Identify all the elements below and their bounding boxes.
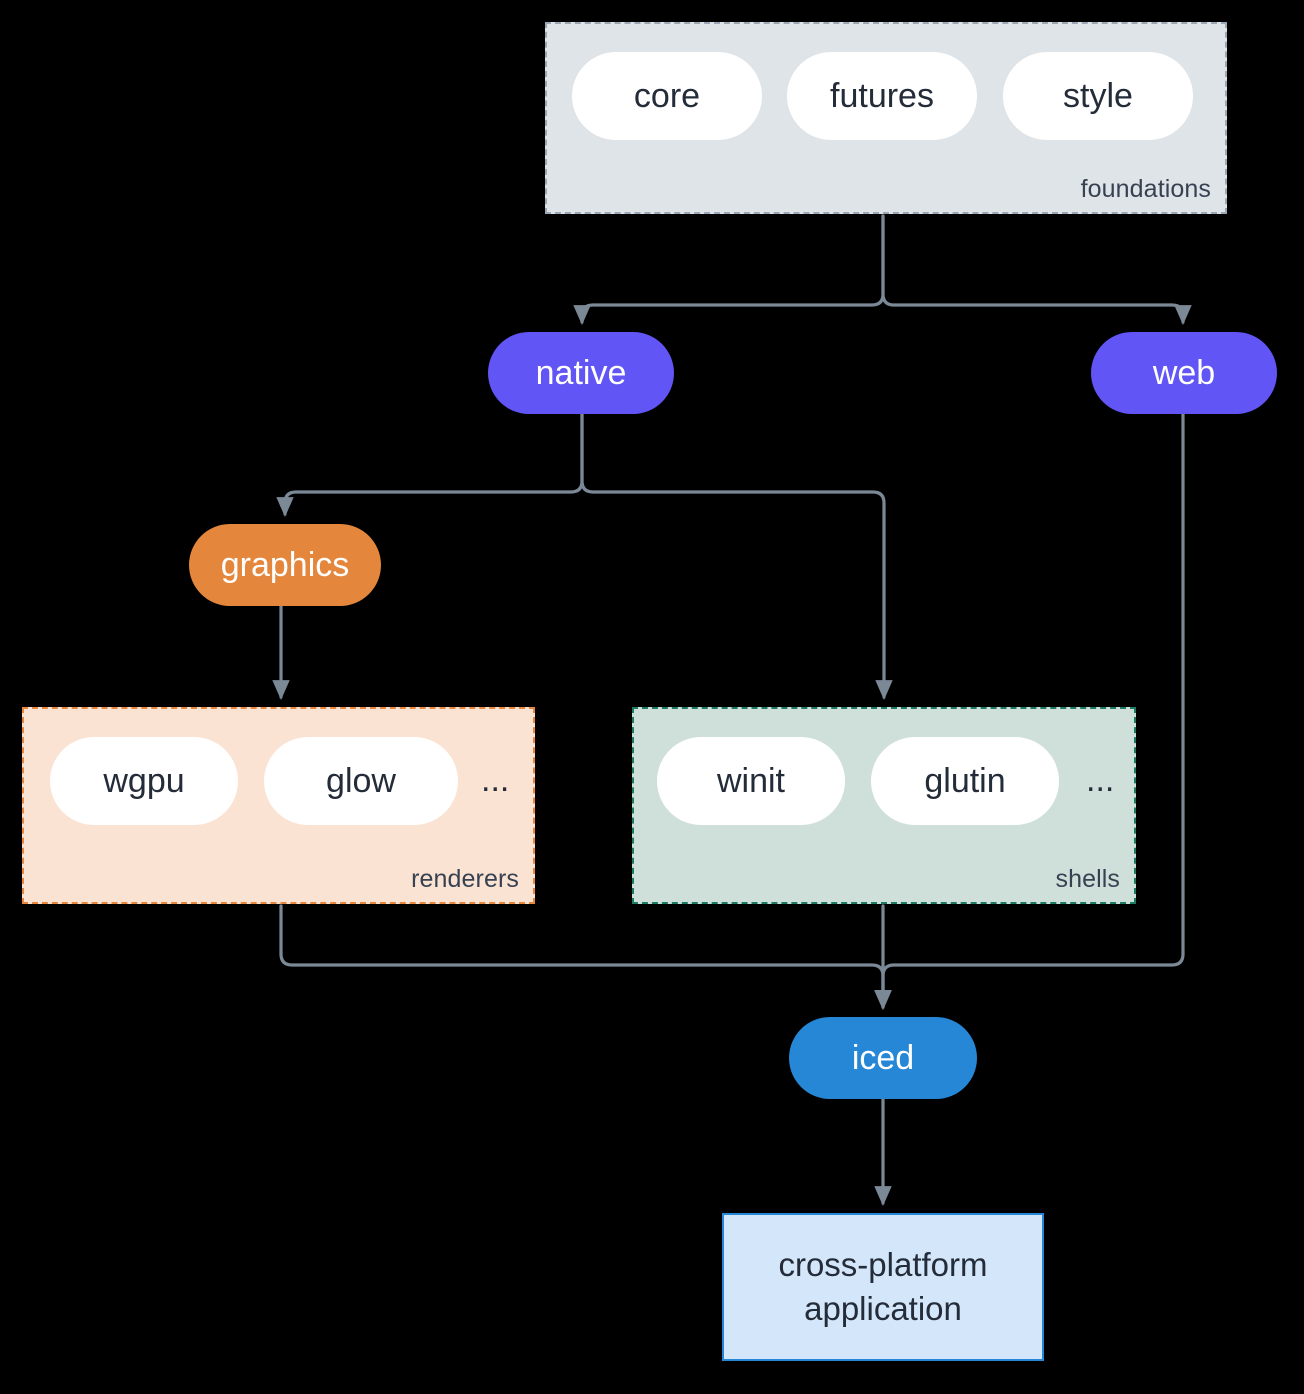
cluster-shells-label: shells	[1055, 865, 1120, 893]
node-core-label: core	[633, 76, 701, 115]
cluster-foundations-label: foundations	[1080, 175, 1211, 203]
edge-foundations-web	[881, 214, 1192, 325]
node-wgpu-label: wgpu	[103, 761, 185, 800]
node-iced-label: iced	[851, 1038, 915, 1077]
node-native[interactable]: native	[488, 332, 674, 414]
node-native-label: native	[535, 353, 627, 392]
node-glutin-label: glutin	[924, 761, 1006, 800]
node-application-label-line1: cross-platform	[778, 1246, 988, 1284]
edge-native-graphics	[276, 412, 584, 517]
node-winit-label: winit	[716, 761, 786, 800]
node-web-label: web	[1152, 353, 1216, 392]
node-graphics[interactable]: graphics	[189, 524, 381, 606]
node-iced[interactable]: iced	[789, 1017, 977, 1099]
node-futures-label: futures	[830, 76, 934, 115]
node-winit[interactable]: winit	[657, 737, 845, 825]
node-style[interactable]: style	[1003, 52, 1193, 140]
edge-native-shells	[580, 412, 893, 700]
node-glutin[interactable]: glutin	[871, 737, 1059, 825]
node-glow-label: glow	[326, 761, 396, 800]
cluster-renderers-label: renderers	[411, 865, 519, 893]
node-style-label: style	[1063, 76, 1133, 115]
edge-renderers-iced	[279, 904, 892, 1010]
node-futures[interactable]: futures	[787, 52, 977, 140]
shells-overflow-ellipsis: ...	[1086, 761, 1115, 799]
node-glow[interactable]: glow	[264, 737, 458, 825]
edge-foundations-native	[573, 214, 885, 325]
node-application-label-line2: application	[804, 1290, 962, 1327]
node-cross-platform-application[interactable]: cross-platform application	[722, 1213, 1044, 1361]
renderers-overflow-ellipsis: ...	[481, 761, 510, 799]
node-wgpu[interactable]: wgpu	[50, 737, 238, 825]
node-web[interactable]: web	[1091, 332, 1277, 414]
node-graphics-label: graphics	[220, 545, 350, 584]
node-core[interactable]: core	[572, 52, 762, 140]
